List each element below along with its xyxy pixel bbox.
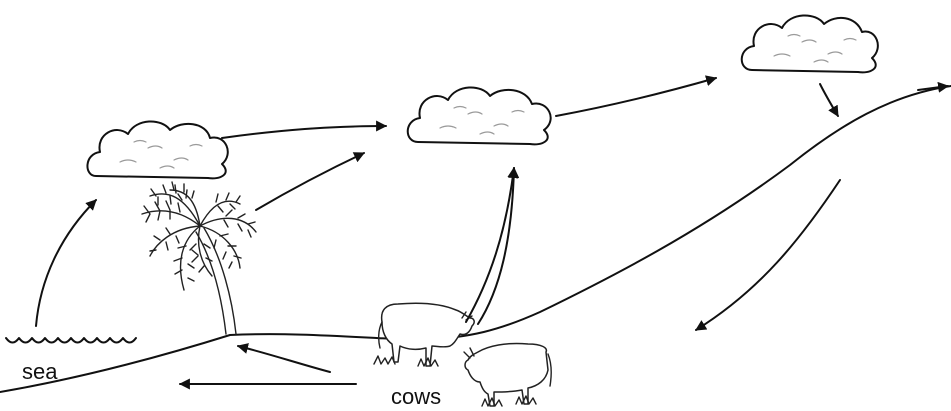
arrow-cloud-to-cloud <box>555 75 718 117</box>
cloud-icon <box>740 14 879 74</box>
arrow-cows-to-cloud-2 <box>465 166 519 323</box>
arrow-cloud-to-cloud <box>221 120 388 139</box>
arrow-cows-to-cloud <box>477 166 520 325</box>
cloud-icon <box>406 86 552 146</box>
arrow-land-rise <box>917 81 950 93</box>
cloud-icon <box>86 120 229 180</box>
arrow-sea-to-cloud <box>35 199 97 327</box>
arrow-tree-to-cloud <box>255 152 365 211</box>
arrow-cows-to-tree <box>236 343 331 373</box>
cow-icon <box>463 342 553 407</box>
ground-line <box>0 85 951 393</box>
palm-tree-icon <box>141 181 257 335</box>
cow-icon <box>373 302 475 367</box>
cows-label: cows <box>391 384 441 409</box>
sea-label: sea <box>22 359 58 384</box>
sea-waves-icon <box>5 337 137 344</box>
arrow-hill-runoff <box>695 179 841 331</box>
arrow-cloud-down <box>819 83 839 117</box>
